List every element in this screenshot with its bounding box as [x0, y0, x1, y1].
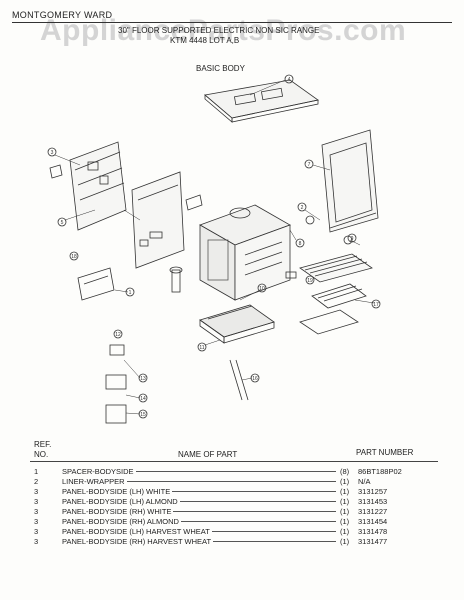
part-name: PANEL-BODYSIDE (RH) HARVEST WHEAT	[62, 537, 212, 546]
header-rule	[12, 22, 452, 23]
part-quantity: (1)	[340, 537, 350, 546]
watermark: AppliancePartsPros.com	[40, 14, 407, 47]
ref-number: 3	[34, 507, 39, 516]
table-row: 3 PANEL-BODYSIDE (RH) ALMOND (1) 3131454	[30, 517, 450, 527]
callout-number: 3	[51, 150, 54, 156]
table-row: 2 LINER-WRAPPER (1) N/A	[30, 477, 450, 487]
part-number: 3131454	[358, 517, 388, 526]
leader-line	[212, 531, 336, 532]
callout-number: 8	[299, 241, 302, 247]
table-row: 3 PANEL-BODYSIDE (RH) HARVEST WHEAT (1) 313…	[30, 537, 450, 547]
leader-line	[213, 541, 336, 542]
callout-number: 16	[252, 376, 258, 382]
part-name: PANEL-BODYSIDE (LH) HARVEST WHEAT	[62, 527, 210, 536]
table-row: 3 PANEL-BODYSIDE (LH) WHITE (1) 3131257	[30, 487, 450, 497]
ref-number: 3	[34, 517, 39, 526]
callout-number: 19	[307, 278, 313, 284]
part-number: 3131257	[358, 487, 388, 496]
part-quantity: (1)	[340, 497, 350, 506]
table-row: 3 PANEL-BODYSIDE (RH) WHITE (1) 3131227	[30, 507, 450, 517]
section-title: BASIC BODY	[196, 64, 245, 73]
leader-line	[180, 501, 336, 502]
leader-line	[173, 511, 336, 512]
col-header-ref: REF.	[34, 440, 52, 449]
col-header-part: PART NUMBER	[356, 448, 414, 457]
brand-name: MONTGOMERY WARD	[12, 10, 113, 20]
callout-number: 17	[373, 302, 379, 308]
back-panel	[49, 141, 127, 231]
part-quantity: (8)	[340, 467, 350, 476]
col-header-name: NAME OF PART	[178, 450, 238, 459]
part-number: 3131227	[358, 507, 388, 516]
part-quantity: (1)	[340, 527, 350, 536]
leader-line	[181, 521, 336, 522]
callout-number: 1	[129, 290, 132, 296]
callout-number: 13	[140, 376, 146, 382]
ref-number: 3	[34, 487, 39, 496]
col-header-no: NO.	[34, 450, 49, 459]
part-number: 3131478	[358, 527, 388, 536]
callout-number: 4	[288, 77, 291, 83]
ref-number: 3	[34, 527, 39, 536]
ref-number: 2	[34, 477, 39, 486]
callout-number: 11	[199, 345, 204, 351]
table-row: 1 SPACER-BODYSIDE (8) 86BT188P02	[30, 467, 450, 477]
ref-number: 3	[34, 537, 39, 546]
callout-number: 5	[61, 220, 64, 226]
oven-body	[199, 204, 291, 301]
part-name: PANEL-BODYSIDE (RH) ALMOND	[62, 517, 179, 526]
side-panel	[131, 171, 203, 269]
callout-number: 2	[301, 205, 304, 211]
part-number: 86BT188P02	[358, 467, 402, 476]
part-name: PANEL-BODYSIDE (RH) WHITE	[62, 507, 172, 516]
callout-circles	[47, 74, 381, 419]
cooktop-top	[204, 79, 319, 123]
table-header-rule	[30, 461, 438, 462]
callout-number: 9	[351, 236, 354, 242]
part-name: PANEL-BODYSIDE (LH) ALMOND	[62, 497, 178, 506]
callout-number: 12	[115, 332, 121, 338]
ref-number: 3	[34, 497, 39, 506]
table-row: 3 PANEL-BODYSIDE (LH) HARVEST WHEAT (1) 313…	[30, 527, 450, 537]
callout-number: 15	[140, 412, 146, 418]
model-number: KTM 4448 LOT A,B	[170, 36, 240, 45]
callout-number: 7	[308, 162, 311, 168]
part-number: N/A	[358, 477, 371, 486]
part-quantity: (1)	[340, 477, 350, 486]
storage-drawer	[199, 304, 275, 344]
ref-number: 1	[34, 467, 39, 476]
part-number: 3131477	[358, 537, 388, 546]
leader-line	[127, 481, 336, 482]
callout-number: 14	[140, 396, 146, 402]
leader-line	[136, 471, 336, 472]
leader-line	[172, 491, 336, 492]
callout-number: 18	[71, 254, 77, 260]
part-quantity: (1)	[340, 517, 350, 526]
part-name: SPACER-BODYSIDE	[62, 467, 134, 476]
part-number: 3131453	[358, 497, 388, 506]
part-quantity: (1)	[340, 487, 350, 496]
oven-rack	[299, 253, 373, 335]
leader-lines	[54, 79, 375, 415]
callout-number: 10	[259, 286, 265, 292]
part-quantity: (1)	[340, 507, 350, 516]
table-row: 3 PANEL-BODYSIDE (LH) ALMOND (1) 3131453	[30, 497, 450, 507]
part-name: PANEL-BODYSIDE (LH) WHITE	[62, 487, 171, 496]
diagram-title: 30" FLOOR SUPPORTED ELECTRIC NON SIC RAN…	[118, 26, 320, 35]
part-name: LINER-WRAPPER	[62, 477, 125, 486]
side-panel-right	[321, 129, 379, 233]
